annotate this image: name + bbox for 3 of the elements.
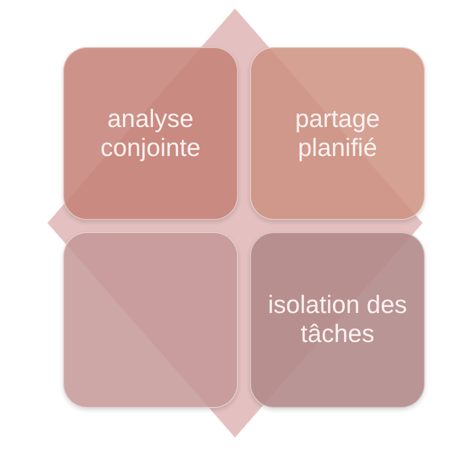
quadrant-label: analyse conjointe: [99, 104, 202, 162]
quadrant-label: partage planifié: [294, 104, 381, 162]
quadrant-label: isolation des tâches: [267, 291, 408, 349]
